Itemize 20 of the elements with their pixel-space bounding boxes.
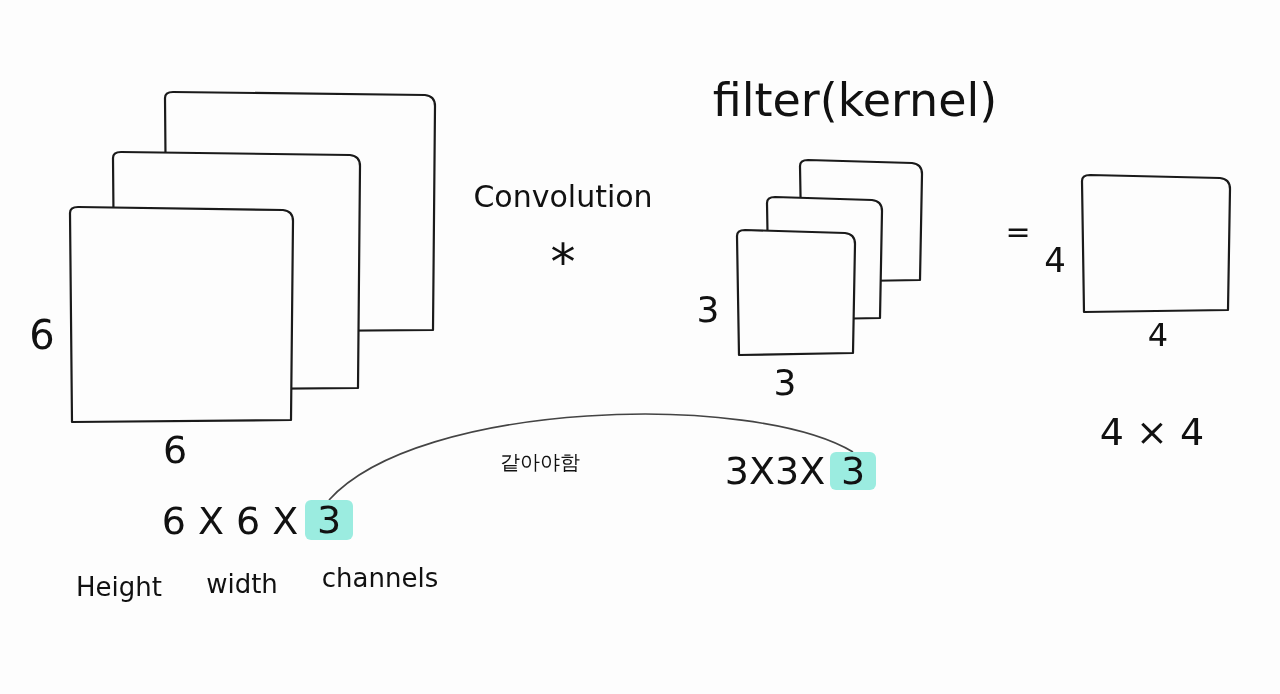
dimension-number: 4 bbox=[1147, 319, 1169, 351]
dimension-number: 3 bbox=[696, 292, 720, 328]
highlighted-number: 3 bbox=[830, 452, 876, 490]
axis-name: Height bbox=[76, 574, 162, 600]
dimension-number: 4 bbox=[1044, 243, 1066, 277]
dimension-number: 6 bbox=[29, 315, 55, 355]
size-expression: 3X3X bbox=[724, 452, 826, 490]
operation-label: Convolution bbox=[473, 182, 653, 212]
dimension-number: 6 bbox=[162, 431, 188, 469]
output-size: 4 × 4 bbox=[1099, 413, 1205, 451]
size-expression: 6 X 6 X bbox=[161, 502, 299, 540]
equals-sign: = bbox=[1005, 217, 1031, 247]
highlighted-number: 3 bbox=[305, 500, 353, 540]
convolution-symbol: * bbox=[550, 237, 576, 287]
connector-curve bbox=[328, 413, 854, 501]
axis-name: channels bbox=[321, 565, 439, 591]
edge-label: 같아야함 bbox=[500, 452, 580, 472]
axis-name: width bbox=[206, 571, 278, 597]
title: filter(kernel) bbox=[712, 77, 998, 123]
dimension-number: 3 bbox=[773, 365, 797, 401]
